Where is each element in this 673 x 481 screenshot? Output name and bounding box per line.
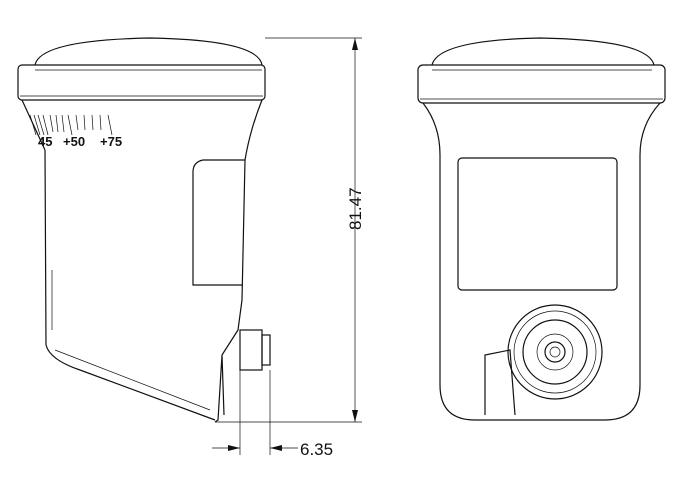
front-view <box>417 37 666 421</box>
height-dimension: 81.47 <box>215 37 365 423</box>
side-connector <box>239 329 263 371</box>
connector-dimension: 6.35 <box>212 370 333 459</box>
front-body <box>422 102 661 421</box>
front-cap-dome <box>431 37 655 66</box>
front-window <box>457 157 618 291</box>
front-bracket <box>484 349 516 416</box>
connector-lens <box>507 304 603 400</box>
side-body <box>44 149 246 421</box>
connector-offset-label: 6.35 <box>300 440 333 459</box>
side-neck <box>21 99 263 161</box>
side-connector-flange <box>261 334 271 366</box>
scale-label: 45 <box>38 134 52 149</box>
height-label: 81.47 <box>346 187 365 230</box>
side-bracket <box>214 299 243 423</box>
scale-label: +50 <box>63 134 85 149</box>
front-cap-band <box>417 64 666 104</box>
scale-label: +75 <box>100 134 122 149</box>
side-cap-band <box>17 64 266 101</box>
side-view: 45 +50 +75 <box>17 37 271 423</box>
side-cap-dome <box>34 37 263 66</box>
scale-ticks <box>29 114 113 136</box>
side-panel <box>192 159 245 286</box>
